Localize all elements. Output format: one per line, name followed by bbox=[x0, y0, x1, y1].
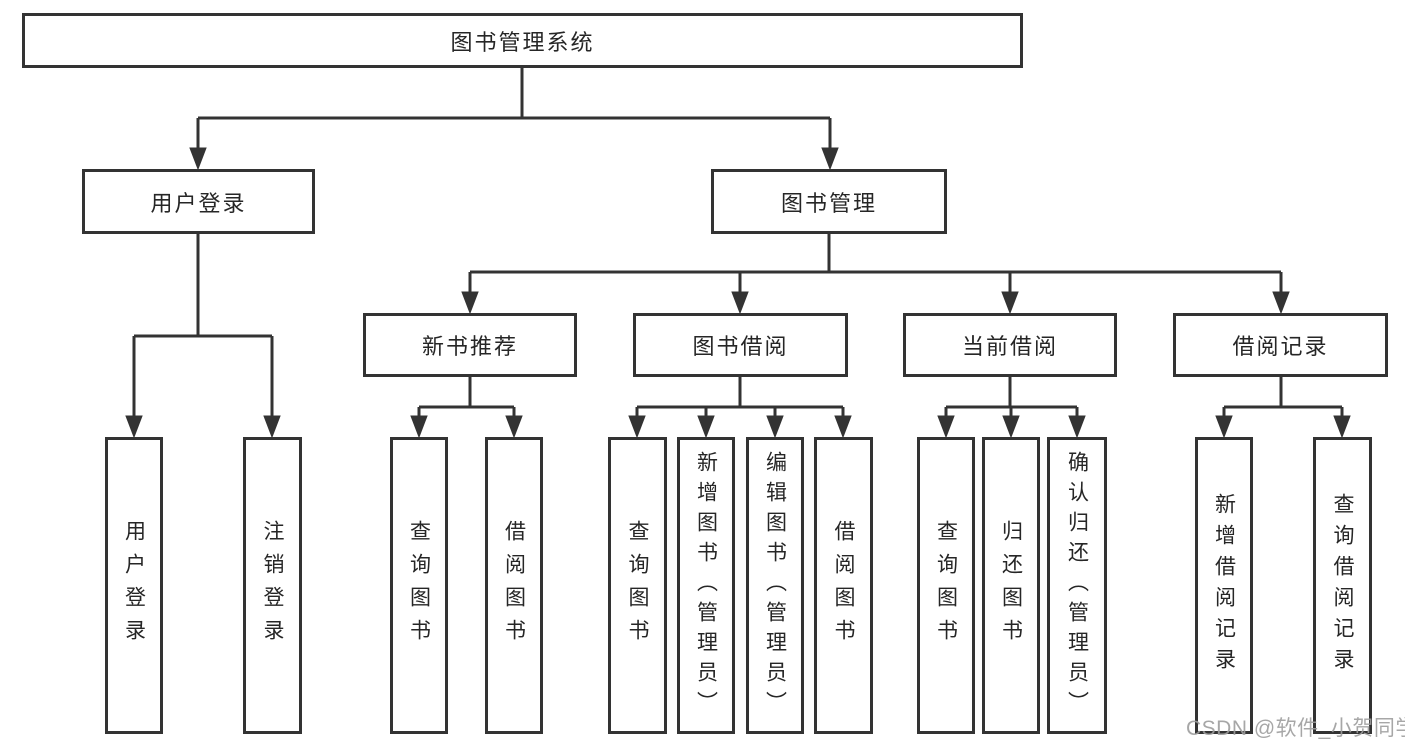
arrowhead bbox=[766, 415, 784, 439]
node-leaf-edit-books-admin: 编辑图书（管理员） bbox=[746, 437, 804, 734]
arrowhead bbox=[821, 147, 839, 171]
arrowhead bbox=[1002, 415, 1020, 439]
arrowhead bbox=[1001, 291, 1019, 315]
node-leaf-user-login-label: 用户登录 bbox=[122, 519, 146, 652]
node-leaf-logout: 注销登录 bbox=[243, 437, 302, 734]
node-leaf-query-borrow-record: 查询借阅记录 bbox=[1313, 437, 1372, 734]
arrowhead bbox=[1333, 415, 1351, 439]
node-user-login-label: 用户登录 bbox=[150, 190, 247, 216]
node-leaf-borrow-books-2-label: 借阅图书 bbox=[832, 519, 855, 652]
arrowhead bbox=[410, 415, 428, 439]
connector-current-borrow bbox=[944, 377, 1079, 418]
node-leaf-query-books-1: 查询图书 bbox=[390, 437, 448, 734]
node-new-book-recommend: 新书推荐 bbox=[363, 313, 577, 377]
node-leaf-query-books-2: 查询图书 bbox=[608, 437, 667, 734]
node-leaf-query-books-1-label: 查询图书 bbox=[407, 519, 431, 652]
node-leaf-user-login: 用户登录 bbox=[105, 437, 163, 734]
node-book-management: 图书管理 bbox=[711, 169, 947, 234]
arrowhead bbox=[461, 291, 479, 315]
node-leaf-borrow-books-1-label: 借阅图书 bbox=[502, 519, 526, 652]
node-leaf-borrow-books-1: 借阅图书 bbox=[485, 437, 543, 734]
node-leaf-query-books-3: 查询图书 bbox=[917, 437, 975, 734]
node-leaf-add-borrow-record-label: 新增借阅记录 bbox=[1212, 492, 1236, 679]
node-borrow-records: 借阅记录 bbox=[1173, 313, 1388, 377]
connector-user-login bbox=[132, 234, 274, 418]
node-leaf-query-borrow-record-label: 查询借阅记录 bbox=[1331, 492, 1354, 679]
arrowhead bbox=[834, 415, 852, 439]
node-leaf-query-books-2-label: 查询图书 bbox=[626, 519, 649, 652]
node-borrow-records-label: 借阅记录 bbox=[1232, 334, 1329, 359]
arrowhead bbox=[263, 415, 281, 439]
connector-book-borrow bbox=[635, 377, 845, 418]
node-current-borrow: 当前借阅 bbox=[903, 313, 1117, 377]
arrowhead bbox=[1215, 415, 1233, 439]
node-current-borrow-label: 当前借阅 bbox=[961, 334, 1058, 359]
node-leaf-add-borrow-record: 新增借阅记录 bbox=[1195, 437, 1253, 734]
node-book-management-label: 图书管理 bbox=[780, 190, 877, 216]
arrowhead bbox=[1068, 415, 1086, 439]
node-leaf-edit-books-admin-label: 编辑图书（管理员） bbox=[763, 450, 787, 721]
connector-root bbox=[196, 68, 832, 151]
arrowhead bbox=[189, 147, 207, 171]
node-root: 图书管理系统 bbox=[22, 13, 1023, 68]
node-leaf-add-books-admin: 新增图书（管理员） bbox=[677, 437, 735, 734]
arrowhead bbox=[731, 291, 749, 315]
node-new-book-recommend-label: 新书推荐 bbox=[421, 334, 518, 359]
node-leaf-confirm-return-admin-label: 确认归还（管理员） bbox=[1065, 450, 1089, 721]
node-book-borrow-label: 图书借阅 bbox=[692, 334, 789, 359]
connector-new-book-recommend bbox=[417, 377, 516, 418]
node-book-borrow: 图书借阅 bbox=[633, 313, 848, 377]
node-leaf-borrow-books-2: 借阅图书 bbox=[814, 437, 873, 734]
node-user-login: 用户登录 bbox=[82, 169, 315, 234]
node-leaf-return-books: 归还图书 bbox=[982, 437, 1040, 734]
node-leaf-query-books-3-label: 查询图书 bbox=[934, 519, 958, 652]
node-leaf-logout-label: 注销登录 bbox=[261, 519, 284, 652]
node-leaf-confirm-return-admin: 确认归还（管理员） bbox=[1047, 437, 1107, 734]
arrowhead bbox=[1272, 291, 1290, 315]
arrowhead bbox=[937, 415, 955, 439]
connector-book-management bbox=[468, 234, 1283, 294]
node-leaf-add-books-admin-label: 新增图书（管理员） bbox=[694, 450, 718, 721]
arrowhead bbox=[697, 415, 715, 439]
node-root-label: 图书管理系统 bbox=[450, 29, 595, 55]
csdn-watermark: CSDN @软件_小贺同学 bbox=[1186, 717, 1405, 740]
arrowhead bbox=[505, 415, 523, 439]
arrowhead bbox=[628, 415, 646, 439]
arrowhead bbox=[125, 415, 143, 439]
node-leaf-return-books-label: 归还图书 bbox=[999, 519, 1023, 652]
connector-borrow-records bbox=[1222, 377, 1344, 418]
